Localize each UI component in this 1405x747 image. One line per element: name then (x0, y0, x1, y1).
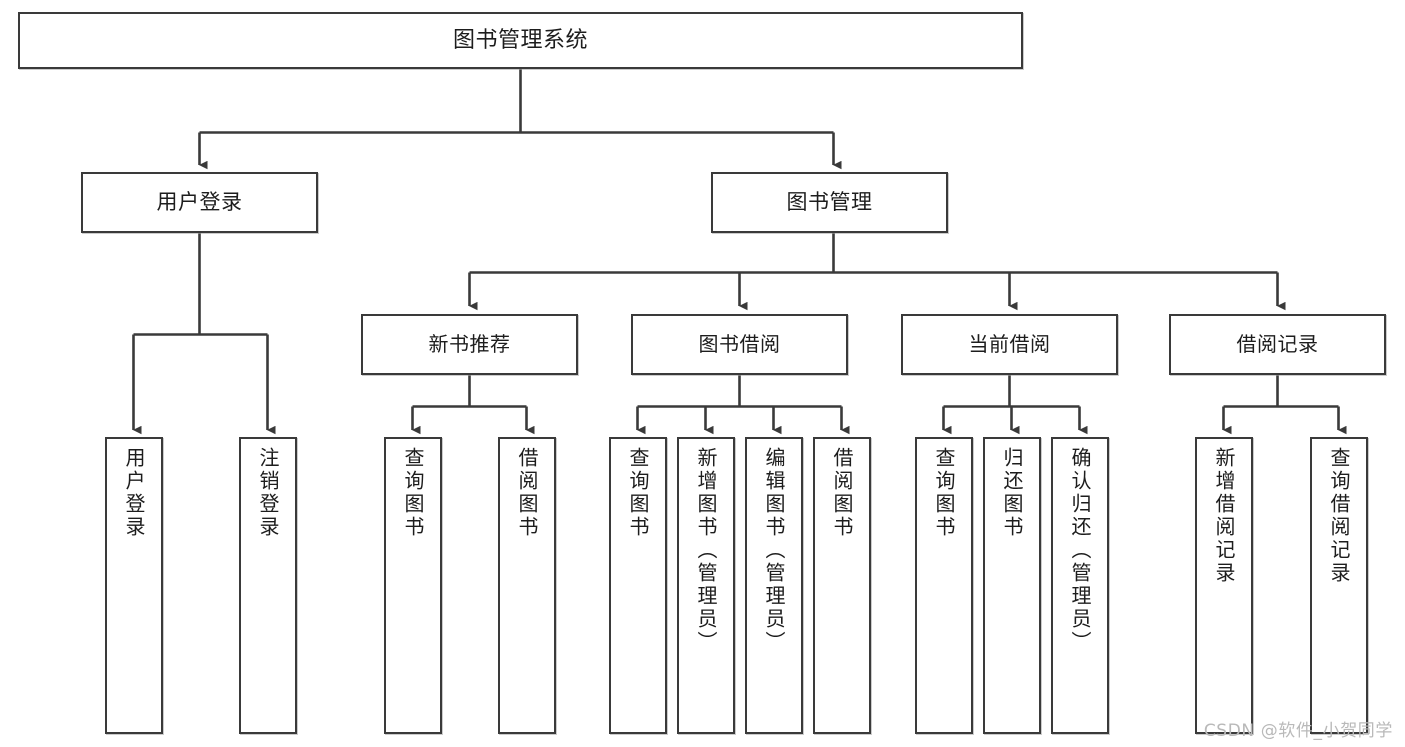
leaf-user-login-login[interactable]: 用户登录 (105, 437, 163, 734)
node-label: 新增图书（管理员） (694, 447, 718, 654)
node-root-system[interactable]: 图书管理系统 (18, 12, 1023, 69)
node-book-management[interactable]: 图书管理 (711, 172, 948, 233)
node-label: 借阅图书 (830, 447, 854, 539)
node-label: 借阅记录 (1236, 331, 1319, 356)
node-label: 用户登录 (156, 190, 243, 215)
leaf-borrow-record-add[interactable]: 新增借阅记录 (1195, 437, 1253, 734)
node-user-login[interactable]: 用户登录 (81, 172, 318, 233)
node-book-borrow[interactable]: 图书借阅 (631, 314, 848, 375)
node-label: 查询图书 (401, 447, 425, 539)
node-label: 图书管理 (786, 190, 873, 215)
node-label: 图书管理系统 (452, 27, 588, 53)
leaf-book-borrow-add[interactable]: 新增图书（管理员） (677, 437, 735, 734)
node-label: 归还图书 (1000, 447, 1024, 539)
leaf-user-login-logout[interactable]: 注销登录 (239, 437, 297, 734)
csdn-watermark: CSDN @软件_小贺同学 (1203, 721, 1393, 741)
leaf-book-borrow-edit[interactable]: 编辑图书（管理员） (745, 437, 803, 734)
leaf-new-book-query[interactable]: 查询图书 (384, 437, 442, 734)
node-current-borrow[interactable]: 当前借阅 (901, 314, 1118, 375)
leaf-current-borrow-return[interactable]: 归还图书 (983, 437, 1041, 734)
leaf-book-borrow-query[interactable]: 查询图书 (609, 437, 667, 734)
node-label: 查询图书 (626, 447, 650, 539)
node-label: 新书推荐 (428, 331, 511, 356)
node-label: 图书借阅 (698, 331, 781, 356)
node-label: 用户登录 (122, 447, 146, 539)
node-label: 编辑图书（管理员） (762, 447, 786, 654)
node-label: 确认归还（管理员） (1068, 447, 1092, 654)
leaf-current-borrow-confirm-return[interactable]: 确认归还（管理员） (1051, 437, 1109, 734)
node-new-book-recommend[interactable]: 新书推荐 (361, 314, 578, 375)
node-label: 查询借阅记录 (1327, 447, 1351, 585)
node-label: 新增借阅记录 (1212, 447, 1236, 585)
leaf-new-book-borrow[interactable]: 借阅图书 (498, 437, 556, 734)
node-label: 当前借阅 (968, 331, 1051, 356)
node-borrow-record[interactable]: 借阅记录 (1169, 314, 1386, 375)
leaf-borrow-record-query[interactable]: 查询借阅记录 (1310, 437, 1368, 734)
node-label: 查询图书 (932, 447, 956, 539)
leaf-book-borrow-borrow[interactable]: 借阅图书 (813, 437, 871, 734)
node-label: 借阅图书 (515, 447, 539, 539)
node-label: 注销登录 (256, 447, 280, 539)
leaf-current-borrow-query[interactable]: 查询图书 (915, 437, 973, 734)
